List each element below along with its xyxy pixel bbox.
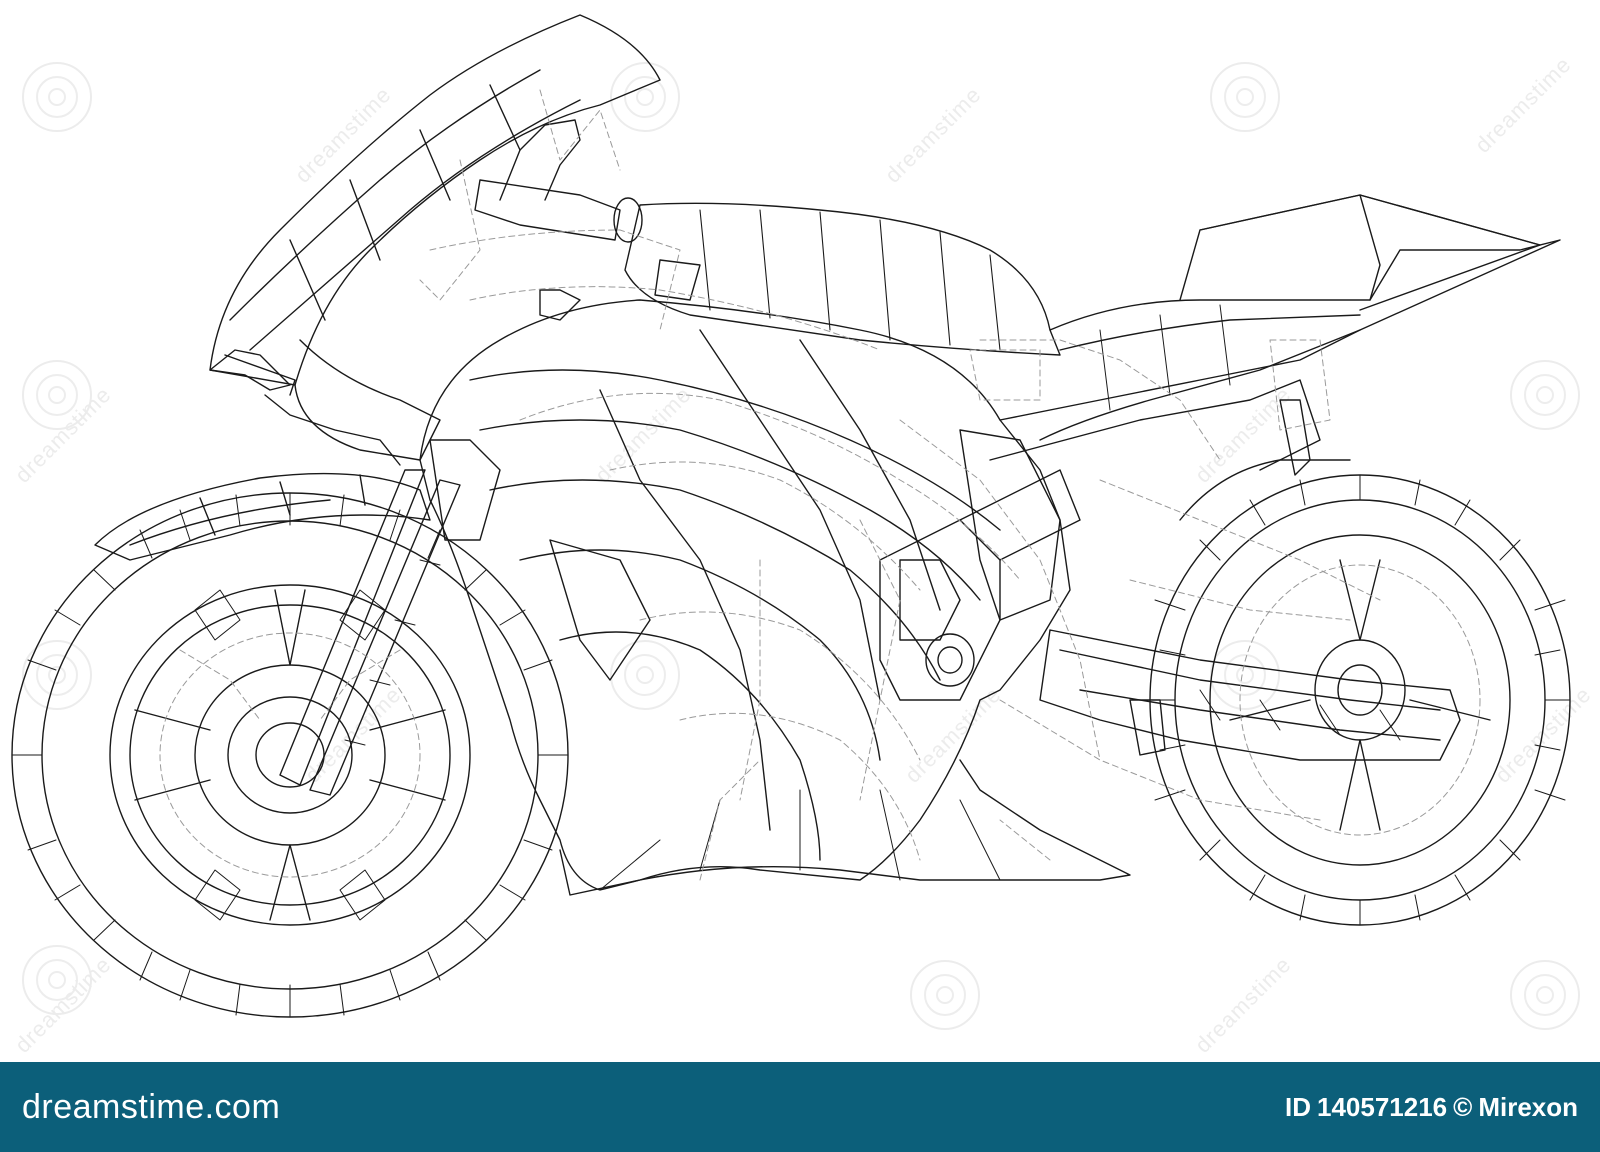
front-fairing (209, 14, 661, 466)
engine (879, 469, 1081, 701)
image-canvas: dreamstime dreamstime dreamstime dreamst… (10, 14, 1597, 1058)
dreamstime-logo[interactable]: dreamstime.com (22, 1087, 281, 1126)
image-credit: ID 140571216 © Mirexon (1285, 1092, 1578, 1123)
watermark-spiral-icon (610, 640, 680, 710)
fuel-tank (624, 202, 1061, 356)
watermark-spiral-icon (1510, 960, 1580, 1030)
id-label: ID (1285, 1091, 1311, 1122)
watermark-spiral-icon (1210, 640, 1280, 710)
side-fairing (419, 299, 1071, 891)
copyright-icon: © (1453, 1091, 1473, 1122)
rear-wheel (1149, 459, 1571, 926)
swingarm (1039, 629, 1461, 761)
stock-footer: dreamstime.com ID 140571216 © Mirexon (0, 1062, 1600, 1152)
watermark-spiral-icon (22, 945, 92, 1015)
front-wheel (11, 492, 569, 1018)
id-value: 140571216 (1317, 1091, 1448, 1122)
watermark-spiral-icon (22, 62, 92, 132)
watermark-spiral-icon (22, 360, 92, 430)
watermark-spiral-icon (22, 640, 92, 710)
author-name[interactable]: Mirexon (1478, 1091, 1578, 1122)
watermark-spiral-icon (1210, 62, 1280, 132)
belly-pan (559, 759, 1131, 896)
hidden-lines (159, 89, 1481, 881)
watermark-spiral-icon (610, 62, 680, 132)
front-fender (94, 472, 431, 561)
watermark-spiral-icon (1510, 360, 1580, 430)
handlebar (474, 119, 643, 321)
tail-section (989, 194, 1561, 476)
watermark-spiral-icon (910, 960, 980, 1030)
motorcycle-wireframe (11, 14, 1571, 1018)
front-fork (279, 439, 501, 796)
